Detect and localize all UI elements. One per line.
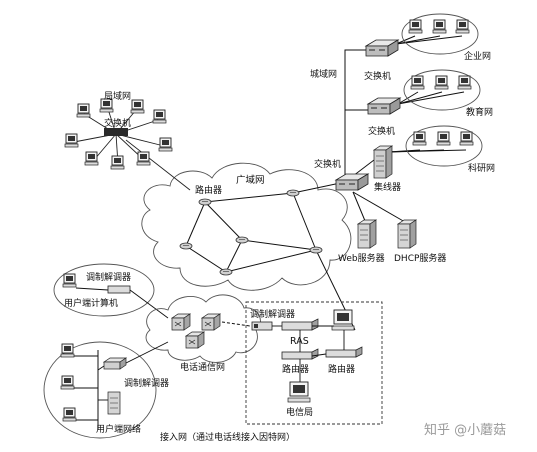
education-label: 教育网 (466, 106, 493, 118)
modem-rack-label: 调制解调器 (250, 308, 295, 320)
router-right-label: 路由器 (328, 363, 355, 375)
wan-title: 广域网 (236, 174, 265, 186)
telecom-computer-icon (287, 381, 311, 403)
phone-switch-icon (201, 313, 221, 331)
pc-icon (457, 75, 472, 90)
ras-icon (281, 318, 319, 331)
wan-router-label: 路由器 (195, 184, 222, 196)
web-server-icon (356, 219, 378, 249)
pc-icon (62, 273, 77, 288)
switch-1-label: 交换机 (364, 70, 391, 82)
wan-links (185, 181, 356, 331)
pc-icon (60, 343, 75, 358)
lan-title: 局域网 (104, 90, 131, 102)
user-server-icon (107, 391, 121, 415)
router-icon (309, 246, 323, 254)
caption: 接入网（通过电话线接入因特网） (160, 431, 295, 443)
router-left-label: 路由器 (282, 363, 309, 375)
web-server-label: Web服务器 (338, 252, 385, 264)
modem-bottom-icon (102, 357, 128, 370)
modem-rack-icon (251, 321, 273, 331)
modem-top-label: 调制解调器 (86, 271, 131, 283)
switch-icon (367, 97, 401, 115)
pc-icon (412, 131, 427, 146)
pc-icon (459, 131, 474, 146)
ras-label: RAS (290, 336, 309, 347)
pc-icon (158, 137, 173, 152)
telecom-box (245, 301, 383, 425)
pc-icon (408, 19, 423, 34)
pc-icon (434, 75, 449, 90)
pc-icon (130, 99, 145, 114)
router-icon (235, 236, 249, 244)
modem-bottom-label: 调制解调器 (124, 377, 169, 389)
enterprise-net (401, 13, 479, 55)
user-net-label: 用户端网络 (96, 423, 141, 435)
phone-net-label: 电话通信网 (180, 361, 225, 373)
telecom-links (272, 325, 345, 382)
watermark: 知乎 @小蘑菇 (424, 422, 506, 438)
router-right-icon (325, 346, 363, 358)
lan-star (64, 98, 191, 191)
switch-3-label: 交换机 (314, 158, 341, 170)
wan-cloud (141, 162, 352, 291)
pc-icon (110, 155, 125, 170)
research-net (405, 125, 483, 167)
router-icon (286, 189, 300, 197)
research-label: 科研网 (468, 162, 495, 174)
hub-icon (372, 145, 394, 179)
user-net-ring (43, 341, 157, 439)
phone-switch-icon (171, 313, 191, 331)
pc-icon (60, 375, 75, 390)
pc-icon (455, 19, 470, 34)
education-net (403, 69, 481, 111)
router-left-icon (281, 348, 319, 360)
user-pc-label: 用户端计算机 (64, 297, 118, 309)
pc-icon (64, 133, 79, 148)
pc-icon (62, 407, 77, 422)
pc-icon (136, 151, 151, 166)
pc-icon (84, 151, 99, 166)
switch-icon (365, 39, 399, 57)
pc-icon (410, 75, 425, 90)
hub-label: 集线器 (374, 181, 401, 193)
dhcp-server-label: DHCP服务器 (394, 252, 446, 264)
metro-label: 城域网 (310, 68, 337, 80)
pc-icon (432, 19, 447, 34)
router-icon (179, 242, 193, 250)
pc-icon (152, 109, 167, 124)
user-pc-ring (53, 263, 155, 317)
switch-icon (335, 173, 369, 191)
enterprise-label: 企业网 (464, 50, 491, 62)
modem-icon (107, 285, 131, 294)
lan-switch-label: 交换机 (104, 117, 131, 129)
pc-icon (76, 103, 91, 118)
phone-switch-icon (185, 331, 205, 349)
dhcp-server-icon (396, 219, 418, 249)
telecom-label: 电信局 (286, 406, 313, 418)
router-icon (198, 198, 212, 206)
pc-icon (436, 131, 451, 146)
lan-switch-icon (104, 128, 128, 136)
user-net-links (74, 341, 169, 421)
switch-2-label: 交换机 (368, 125, 395, 137)
telecom-pc-icon (331, 309, 355, 331)
router-icon (219, 268, 233, 276)
